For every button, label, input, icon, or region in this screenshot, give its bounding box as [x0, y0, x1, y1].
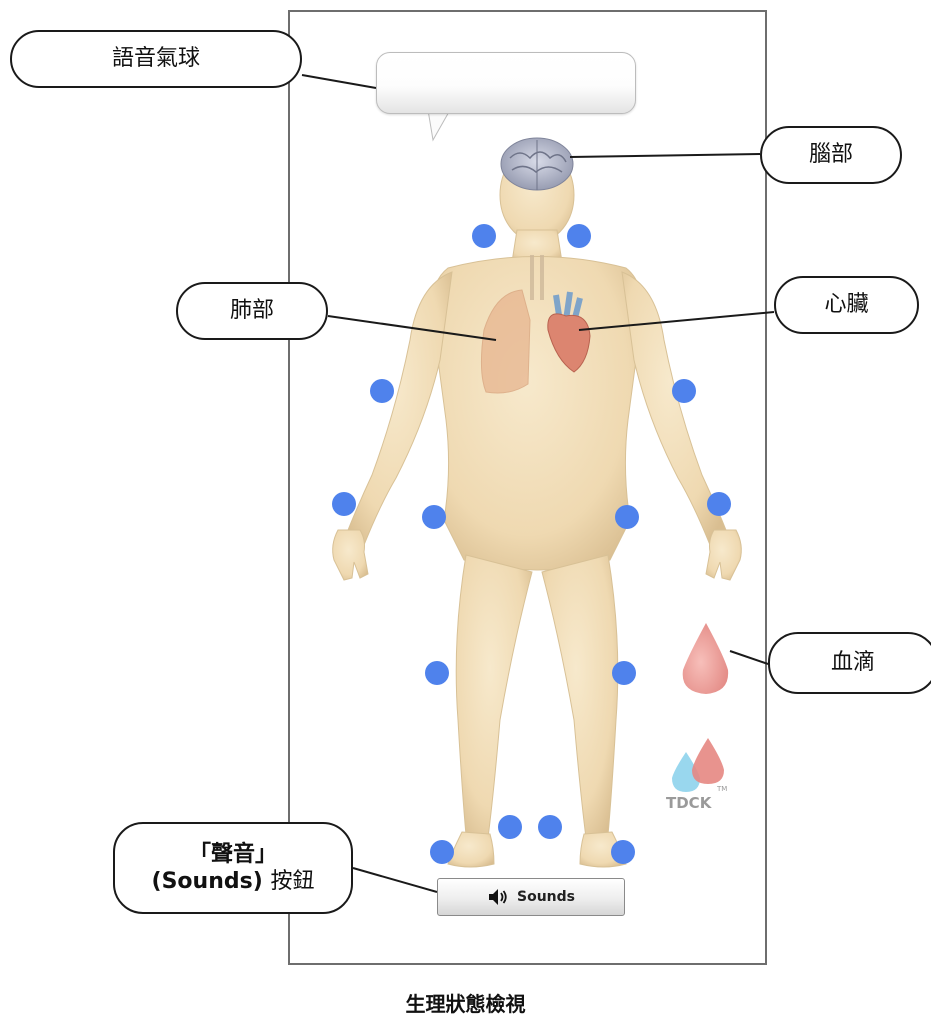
callout-text: 血滴 [831, 649, 875, 677]
tdck-logo-tm: TM [717, 785, 727, 793]
pulse-point-ankle-inner-right[interactable] [538, 815, 562, 839]
pulse-point-knee-right[interactable] [612, 661, 636, 685]
human-body [333, 148, 742, 867]
pulse-point-groin-right[interactable] [615, 505, 639, 529]
callout-brain: 腦部 [760, 126, 902, 184]
brain-icon [501, 138, 573, 190]
pulse-point-neck-right[interactable] [567, 224, 591, 248]
pulse-point-ankle-inner-left[interactable] [498, 815, 522, 839]
callout-lung: 肺部 [176, 282, 328, 340]
tdck-logo-text: TDCK [666, 794, 736, 812]
pulse-point-knee-left[interactable] [425, 661, 449, 685]
speech-bubble-tail [428, 110, 450, 140]
sounds-button-label: Sounds [517, 889, 575, 905]
callout-text: 肺部 [230, 297, 274, 325]
callout-sounds-button: 「聲音」 (Sounds) 按鈕 [113, 822, 353, 914]
callout-text-line2: (Sounds) 按鈕 [152, 868, 315, 896]
callout-blood-drop: 血滴 [768, 632, 931, 694]
pulse-point-groin-left[interactable] [422, 505, 446, 529]
sounds-button[interactable]: Sounds [437, 878, 625, 916]
callout-text: 腦部 [809, 141, 853, 169]
blood-drop-icon [683, 623, 728, 694]
speaker-icon [487, 887, 509, 907]
speech-bubble [376, 52, 636, 114]
callout-heart: 心臟 [774, 276, 919, 334]
callout-text-button: 按鈕 [270, 869, 314, 894]
tdck-logo [672, 738, 724, 792]
pulse-point-neck-left[interactable] [472, 224, 496, 248]
pulse-point-arm-left[interactable] [370, 379, 394, 403]
callout-text: 語音氣球 [112, 45, 200, 73]
pulse-point-wrist-left[interactable] [332, 492, 356, 516]
figure-caption: 生理狀態檢視 [0, 988, 931, 1017]
pulse-point-foot-right[interactable] [611, 840, 635, 864]
callout-text-line1: 「聲音」 [189, 841, 277, 869]
pulse-point-wrist-right[interactable] [707, 492, 731, 516]
callout-text: 心臟 [824, 291, 868, 319]
pulse-point-arm-right[interactable] [672, 379, 696, 403]
callout-speech-bubble: 語音氣球 [10, 30, 302, 88]
pulse-point-foot-left[interactable] [430, 840, 454, 864]
callout-text-sounds: (Sounds) [152, 869, 263, 894]
